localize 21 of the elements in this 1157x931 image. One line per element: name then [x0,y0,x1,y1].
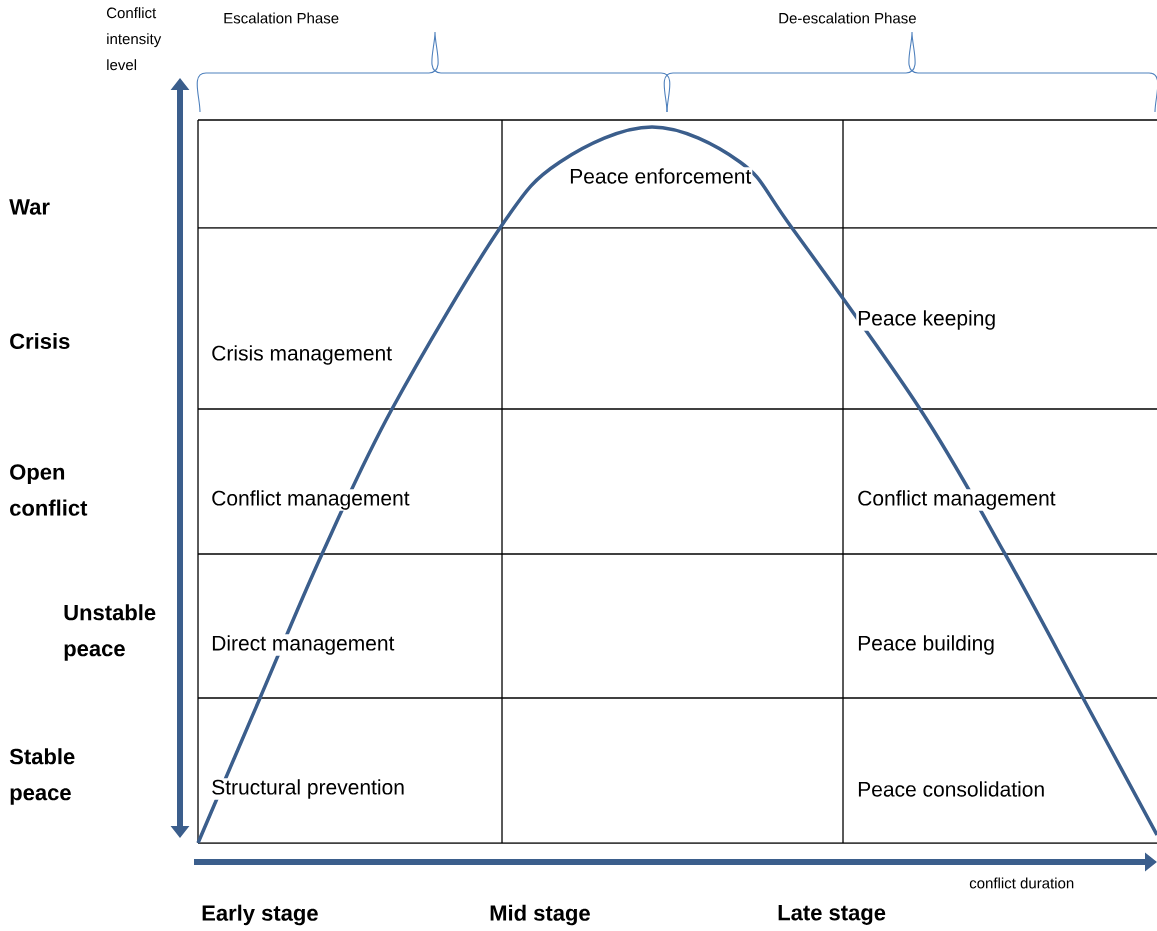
axis-title: conflict duration [969,877,1074,889]
stage-label: Late stage [778,905,886,925]
cell-text: Peace consolidation [856,780,1047,798]
stage-label: Mid stage [490,904,590,926]
row-label: Unstable peace [64,604,156,661]
row-label: Open conflict [10,464,88,516]
cell-text: Peace enforcement [568,167,753,185]
phase-label: De-escalation Phase [779,12,916,24]
phase-label: Escalation Phase [224,12,339,24]
cell-text: Peace keeping [856,309,998,331]
row-label: Crisis [10,332,70,350]
cell-text: Conflict management [856,489,1057,511]
axis-title: Conflict intensity level [107,7,162,71]
row-label: War [9,199,50,215]
stage-label: Early stage [202,904,318,926]
cell-text: Peace building [856,634,996,656]
cell-text: Conflict management [210,489,411,511]
cell-text: Crisis management [210,344,394,366]
cell-text: Direct management [210,634,396,656]
cell-text: Structural prevention [210,778,406,800]
row-label: Stable peace [9,748,75,805]
